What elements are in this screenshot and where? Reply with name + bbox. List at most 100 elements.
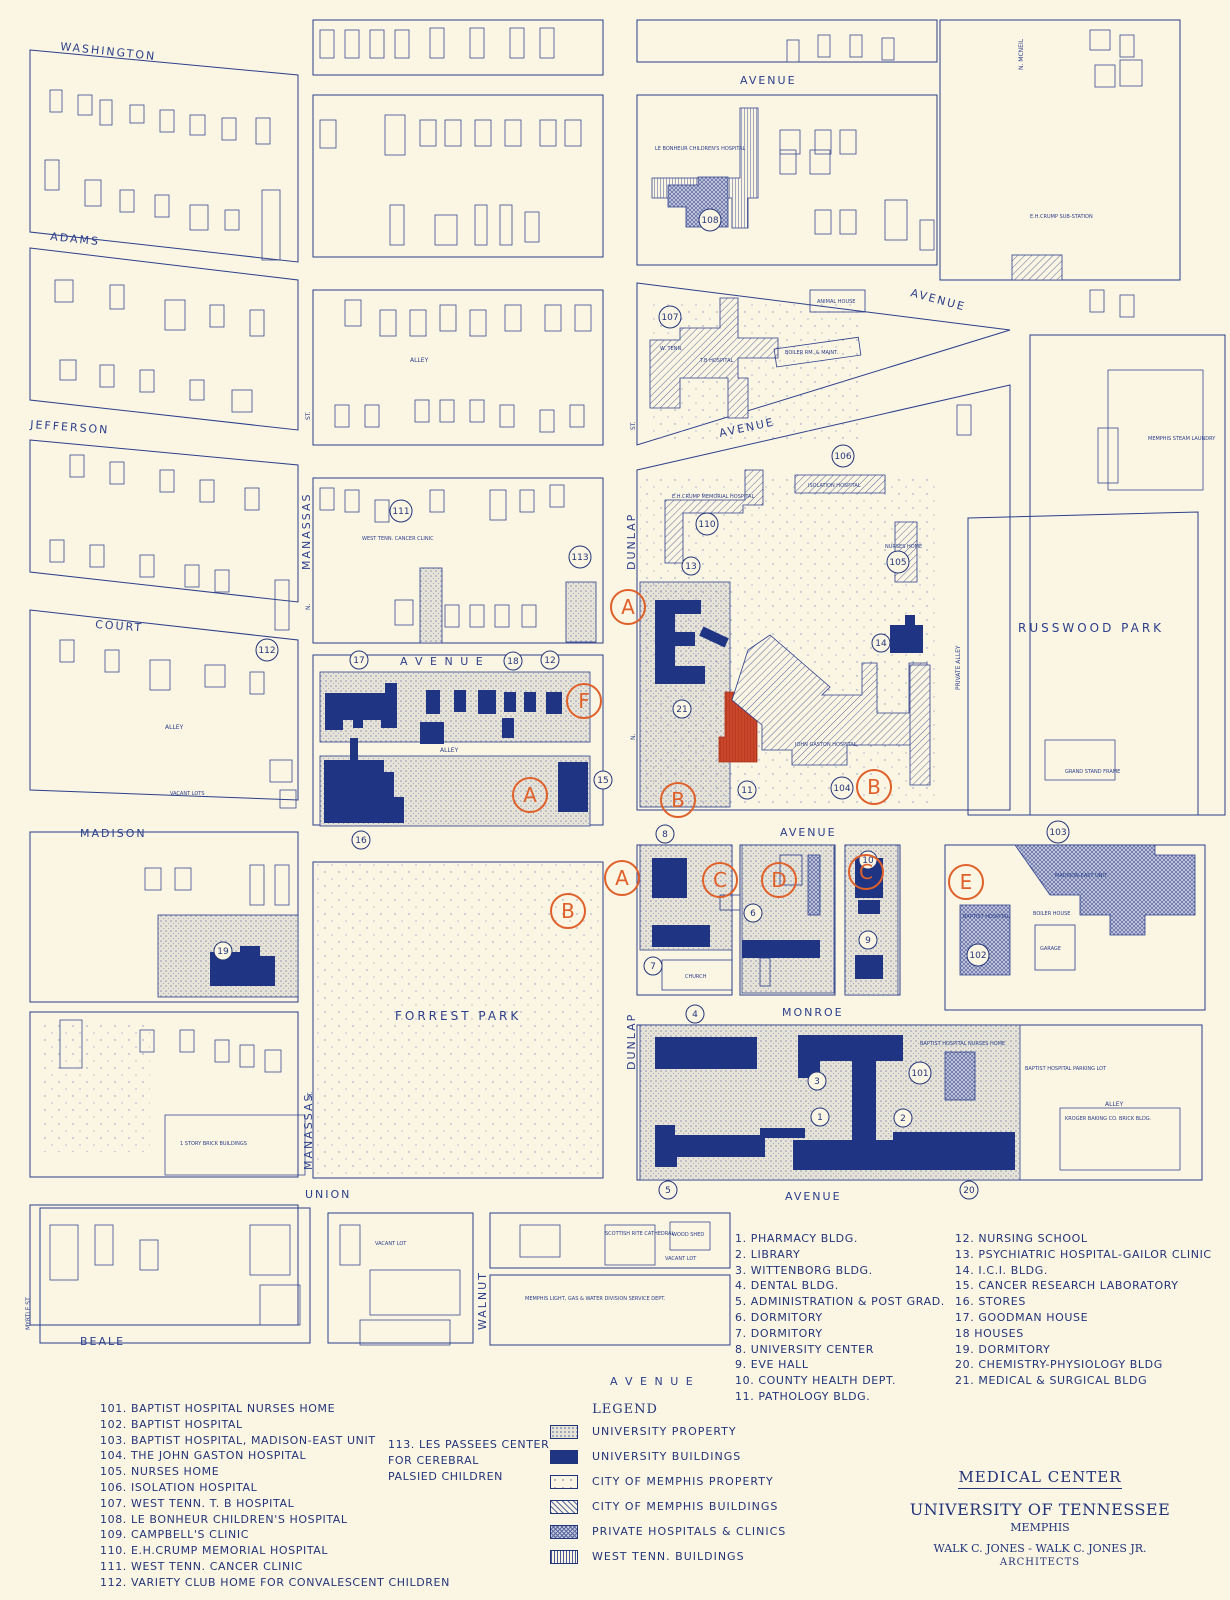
legend-entry: 109. CAMPBELL'S CLINIC	[100, 1528, 249, 1542]
legend-entry: 19. DORMITORY	[955, 1342, 1051, 1356]
svg-text:104: 104	[833, 784, 850, 794]
street-washington: WASHINGTON	[60, 40, 157, 63]
legend-entry: 16. STORES	[955, 1295, 1026, 1309]
building-number-marker: 21	[672, 699, 692, 719]
svg-text:B: B	[671, 788, 685, 812]
building-number-marker: 101	[908, 1061, 932, 1085]
legend-item: PRIVATE HOSPITALS & CLINICS	[550, 1519, 850, 1544]
handwritten-marker-a: A	[610, 589, 646, 625]
legend-label: PRIVATE HOSPITALS & CLINICS	[592, 1525, 787, 1538]
title-university: UNIVERSITY OF TENNESSEE	[909, 1500, 1171, 1519]
legend-entry: 112. VARIETY CLUB HOME FOR CONVALESCENT …	[100, 1575, 450, 1589]
street-n-2: N.	[630, 734, 637, 740]
svg-text:12: 12	[544, 656, 555, 666]
legend-swatch	[550, 1449, 578, 1464]
building-number-marker: 9	[858, 930, 878, 950]
west-tenn-cancer-label: WEST TENN. CANCER CLINIC	[362, 536, 434, 542]
building-number-marker: 14	[871, 633, 891, 653]
vacant-lot-label-1: VACANT LOT	[375, 1241, 407, 1247]
building-number-marker: 105	[886, 550, 910, 574]
legend-entry: 1. PHARMACY BLDG.	[735, 1232, 858, 1245]
street-n-1: N.	[305, 604, 312, 610]
legend-entry: 107. WEST TENN. T. B HOSPITAL	[100, 1496, 295, 1510]
street-st-2: ST.	[307, 1091, 314, 1100]
street-dunlap-2: DUNLAP	[625, 1013, 638, 1070]
legend-swatch	[550, 1499, 578, 1514]
storey-brick-label: 1 STORY BRICK BUILDINGS	[180, 1141, 247, 1147]
legend-label: CITY OF MEMPHIS BUILDINGS	[592, 1500, 779, 1513]
legend-entry: 4. DENTAL BLDG.	[735, 1279, 839, 1293]
svg-text:D: D	[771, 868, 786, 892]
svg-text:113: 113	[571, 553, 588, 563]
svg-text:20: 20	[963, 1186, 975, 1196]
handwritten-marker-d: D	[761, 862, 797, 898]
legend-entry: 6. DORMITORY	[735, 1310, 823, 1324]
street-dunlap-1: DUNLAP	[625, 513, 638, 570]
building-number-marker: 110	[695, 512, 719, 536]
building-number-marker: 112	[255, 638, 279, 662]
svg-text:19: 19	[217, 947, 229, 957]
church-label: CHURCH	[685, 974, 707, 980]
handwritten-marker-e: E	[948, 864, 984, 900]
legend-entry: 104. THE JOHN GASTON HOSPITAL	[100, 1449, 307, 1463]
animal-house-label: ANIMAL HOUSE	[817, 299, 855, 305]
john-gaston-label: JOHN GASTON HOSPITAL	[794, 742, 857, 748]
handwritten-marker-b: B	[660, 782, 696, 818]
legend-entry: 106. ISOLATION HOSPITAL	[100, 1480, 258, 1494]
legend-entry: 110. E.H.CRUMP MEMORIAL HOSPITAL	[100, 1544, 329, 1558]
svg-text:101: 101	[911, 1069, 928, 1079]
building-number-marker: 4	[685, 1004, 705, 1024]
svg-text:102: 102	[969, 951, 986, 961]
handwritten-marker-c: C	[848, 854, 884, 890]
svg-text:5: 5	[665, 1186, 671, 1196]
legend-entry: FOR CEREBRAL	[388, 1453, 479, 1467]
svg-text:E: E	[960, 870, 973, 894]
title-block: MEDICAL CENTER UNIVERSITY OF TENNESSEE M…	[880, 1468, 1200, 1568]
legend-entry: 5. ADMINISTRATION & POST GRAD.	[735, 1295, 945, 1309]
svg-text:21: 21	[676, 705, 687, 715]
building-number-marker: 13	[681, 556, 701, 576]
building-number-marker: 3	[807, 1071, 827, 1091]
baptist-nurses-label: BAPTIST HOSPITAL NURSES HOME	[920, 1041, 1005, 1047]
street-jefferson: JEFFERSON	[29, 418, 110, 437]
legend-entry: 18 HOUSES	[955, 1326, 1024, 1340]
building-number-marker: 103	[1046, 820, 1070, 844]
svg-text:8: 8	[662, 830, 668, 840]
boiler-label: BOILER RM. & MAINT.	[785, 350, 839, 356]
street-avenue-5: AVENUE	[780, 826, 837, 839]
madison-east-unit	[1014, 844, 1196, 936]
svg-text:105: 105	[889, 558, 906, 568]
legend-swatch	[550, 1474, 578, 1489]
building-number-marker: 6	[743, 903, 763, 923]
building-number-marker: 12	[540, 650, 560, 670]
legend-entry: 13. PSYCHIATRIC HOSPITAL-GAILOR CLINIC	[955, 1247, 1212, 1261]
legend-item: WEST TENN. BUILDINGS	[550, 1544, 850, 1569]
title-architects-names: WALK C. JONES - WALK C. JONES JR.	[933, 1542, 1147, 1555]
street-court: COURT	[95, 618, 144, 634]
building-number-marker: 1	[810, 1107, 830, 1127]
kroger-label: KROGER BAKING CO. BRICK BLDG.	[1065, 1116, 1152, 1122]
svg-text:1: 1	[817, 1113, 823, 1123]
svg-text:6: 6	[750, 909, 756, 919]
building-number-marker: 19	[213, 941, 233, 961]
building-number-marker: 15	[593, 770, 613, 790]
svg-text:18: 18	[507, 657, 519, 667]
legend-label: WEST TENN. BUILDINGS	[592, 1550, 745, 1563]
legend-entry: 17. GOODMAN HOUSE	[955, 1310, 1089, 1324]
eh-crump-memorial-building	[664, 469, 764, 564]
legend-entry: 103. BAPTIST HOSPITAL, MADISON-EAST UNIT	[100, 1433, 376, 1447]
building-number-marker: 5	[658, 1180, 678, 1200]
handwritten-marker-a: A	[604, 860, 640, 896]
legend-label: UNIVERSITY PROPERTY	[592, 1425, 737, 1438]
street-madison: MADISON	[80, 827, 147, 840]
legend-label: CITY OF MEMPHIS PROPERTY	[592, 1475, 774, 1488]
svg-text:107: 107	[661, 313, 678, 323]
legend-entry: 11. PATHOLOGY BLDG.	[735, 1389, 871, 1403]
isolation-label: ISOLATION HOSPITAL	[808, 483, 861, 489]
legend-entry: 105. NURSES HOME	[100, 1465, 220, 1479]
svg-text:103: 103	[1049, 828, 1066, 838]
building-number-marker: 107	[658, 305, 682, 329]
